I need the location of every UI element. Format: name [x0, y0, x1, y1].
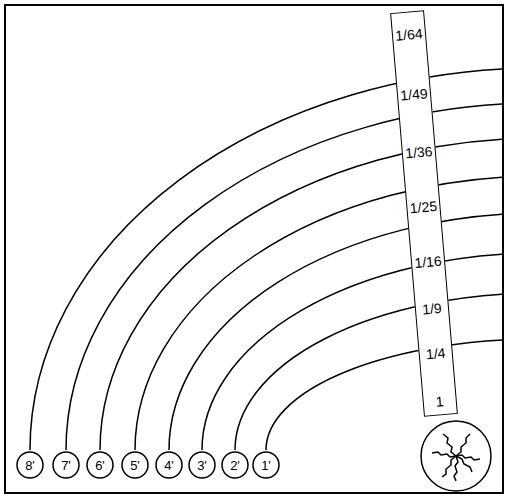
distance-circle: 1': [252, 451, 280, 479]
intensity-fraction: 1/4: [419, 344, 452, 363]
intensity-fraction: 1/16: [411, 252, 444, 271]
distance-arc: [169, 213, 502, 450]
light-ray: [456, 455, 480, 460]
intensity-fraction: 1/49: [397, 85, 430, 104]
distance-label: 3': [197, 458, 207, 473]
circle-shape: [253, 452, 279, 478]
distance-label: 1': [261, 458, 271, 473]
circle-shape: [189, 452, 215, 478]
distance-label: 5': [130, 458, 140, 473]
light-ray: [432, 452, 456, 457]
light-source-circle: [421, 421, 491, 491]
circle-shape: [53, 452, 79, 478]
light-ray: [443, 434, 456, 456]
circle-shape: [122, 452, 148, 478]
intensity-fraction: 1/25: [407, 197, 440, 216]
distance-label: 7': [61, 458, 71, 473]
light-ray: [442, 456, 456, 477]
distance-circle: 6': [86, 451, 114, 479]
distance-circle: 5': [121, 451, 149, 479]
intensity-fraction: 1: [423, 392, 456, 411]
distance-circle: 4': [155, 451, 183, 479]
distance-circle: 2': [221, 451, 249, 479]
light-ray: [456, 456, 472, 472]
distance-label: 6': [95, 458, 105, 473]
circle-shape: [222, 452, 248, 478]
intensity-fraction: 1/9: [415, 299, 448, 318]
distance-circle: 8': [16, 451, 44, 479]
distance-label: 2': [230, 458, 240, 473]
light-source: [421, 421, 491, 491]
circle-shape: [156, 452, 182, 478]
light-ray: [456, 434, 470, 456]
distance-circle: 7': [52, 451, 80, 479]
distance-circle: 3': [188, 451, 216, 479]
frame: [5, 5, 503, 493]
distance-label: 8': [25, 458, 35, 473]
distance-label: 4': [164, 458, 174, 473]
intensity-fraction: 1/64: [392, 25, 425, 44]
light-ray: [454, 456, 458, 481]
circle-shape: [87, 452, 113, 478]
circle-shape: [17, 452, 43, 478]
intensity-fraction: 1/36: [402, 142, 435, 161]
